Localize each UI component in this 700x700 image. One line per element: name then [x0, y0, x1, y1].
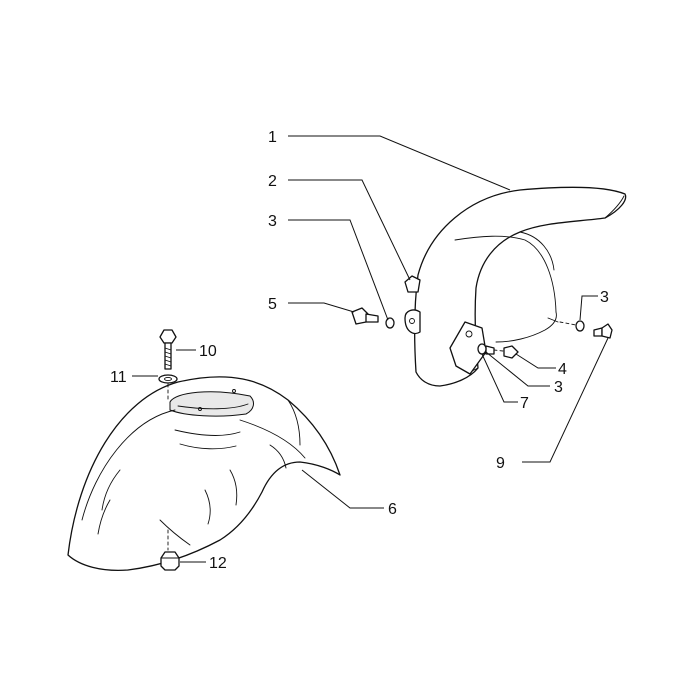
leader-3a: [288, 219, 389, 321]
leader-3b: [579, 295, 598, 321]
leader-7: [481, 353, 518, 403]
leader-5: [288, 302, 355, 313]
callout-4: 4: [558, 361, 567, 378]
callout-3-right: 3: [600, 289, 609, 306]
leader-9: [522, 337, 609, 463]
washer-part-11: [158, 374, 178, 384]
leader-2: [288, 179, 411, 281]
callout-6: 6: [388, 501, 397, 518]
front-mudguard-part: [67, 376, 341, 572]
upper-mudguard-part: [404, 186, 627, 387]
leader-3c: [485, 351, 550, 387]
screw-part-9: [575, 320, 613, 339]
bolt-part-10: [159, 329, 177, 370]
callout-3-lower: 3: [554, 379, 563, 396]
callout-2: 2: [268, 173, 277, 190]
clip-part-2: [404, 275, 421, 293]
leader-1: [288, 135, 511, 191]
leader-6: [301, 469, 384, 509]
callout-10: 10: [199, 343, 217, 360]
callout-1: 1: [268, 129, 277, 146]
callout-11: 11: [110, 369, 127, 386]
callout-7: 7: [520, 395, 529, 412]
leader-4: [515, 353, 556, 369]
nut-part-12: [160, 551, 180, 571]
callout-3-left: 3: [268, 213, 277, 230]
callout-9: 9: [496, 455, 505, 472]
callout-12: 12: [209, 555, 227, 572]
screw-part-4: [485, 345, 519, 359]
callout-5: 5: [268, 296, 277, 313]
screw-part-5: [351, 307, 395, 329]
washer-part-7: [477, 343, 487, 355]
